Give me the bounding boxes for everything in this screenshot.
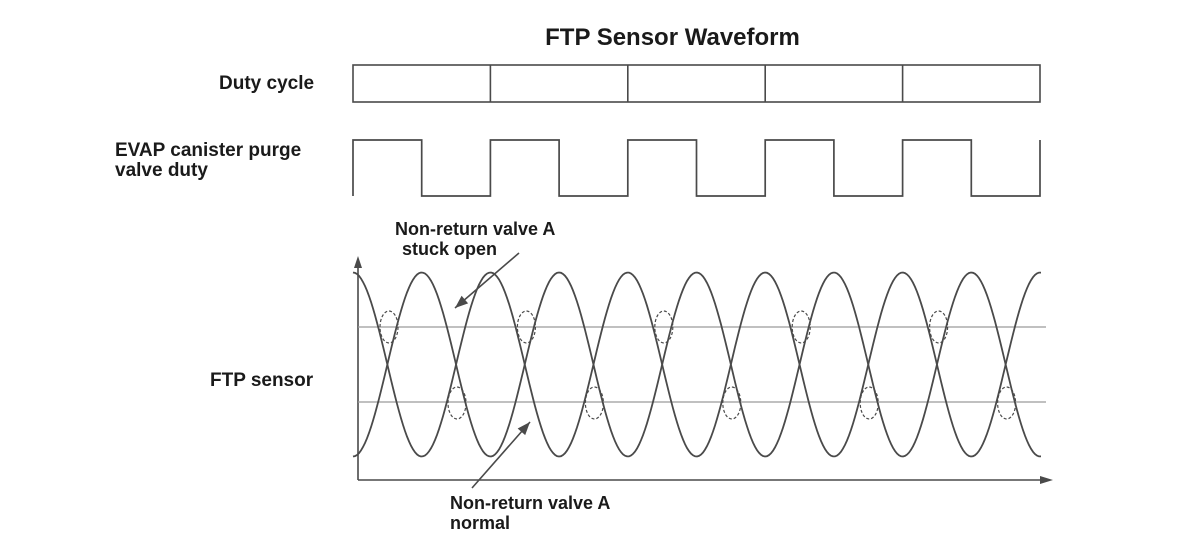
duty-cycle-frame (352, 64, 1041, 103)
upper-crossing-marker (654, 310, 674, 344)
normal-annotation-line1: Non-return valve A (450, 493, 611, 513)
ftp-waveforms (352, 271, 1041, 458)
duty-cycle-bar (352, 64, 1041, 103)
x-axis-arrowhead (1040, 476, 1053, 484)
crossing-markers (379, 310, 1017, 420)
stuck-open-arrow-head (455, 295, 469, 308)
purge-valve-label-line2: valve duty (115, 160, 208, 181)
stuck-open-arrow (454, 252, 520, 309)
annotation-arrows (454, 252, 531, 489)
duty-cycle-label: Duty cycle (219, 73, 315, 94)
lower-crossing-marker (996, 386, 1017, 420)
purge-valve-waveform (352, 139, 1041, 197)
ftp-sensor-label: FTP sensor (210, 370, 314, 391)
ftp-axes (354, 256, 1053, 484)
lower-crossing-marker (722, 386, 742, 420)
ftp-threshold-lines (358, 326, 1046, 403)
stuck-open-waveform (352, 271, 1041, 458)
normal-arrow (471, 421, 531, 489)
lower-crossing-marker (859, 386, 879, 420)
lower-crossing-marker (447, 386, 467, 420)
upper-crossing-marker (379, 310, 399, 344)
normal-arrow-head (517, 422, 530, 436)
upper-crossing-marker (928, 310, 949, 344)
upper-crossing-marker (791, 310, 811, 344)
stuck-open-annotation-line1: Non-return valve A (395, 219, 556, 239)
upper-crossing-marker (516, 310, 537, 344)
stuck-open-annotation-line2: stuck open (402, 239, 498, 259)
purge-valve-square-wave (352, 139, 1041, 197)
normal-annotation-line2: normal (450, 513, 511, 533)
lower-crossing-marker (584, 386, 605, 420)
purge-valve-label-line1: EVAP canister purge (115, 140, 302, 161)
y-axis-arrowhead (354, 256, 362, 268)
normal-waveform (352, 271, 1041, 458)
diagram-title: FTP Sensor Waveform (545, 24, 800, 51)
